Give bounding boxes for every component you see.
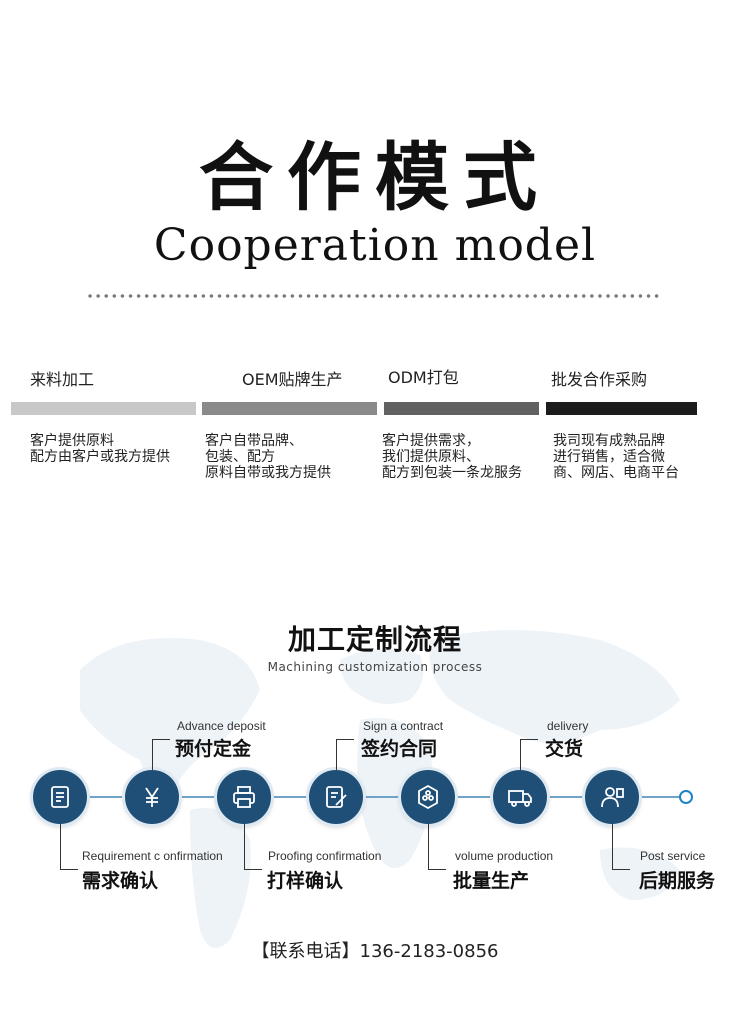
mode-bar-3 <box>384 402 539 415</box>
mode-desc-1: 客户提供原料 配方由客户或我方提供 <box>30 433 170 465</box>
connector <box>244 824 245 869</box>
mode-title-2: OEM贴牌生产 <box>242 370 343 389</box>
page-title: 合作模式 <box>199 135 551 221</box>
connector <box>612 824 613 869</box>
step-5-cn: 批量生产 <box>453 870 530 892</box>
connector <box>428 869 446 870</box>
connector <box>244 869 262 870</box>
step-7-cn: 后期服务 <box>639 870 716 892</box>
page-subtitle: Cooperation model <box>153 220 597 271</box>
step-6-cn: 交货 <box>545 738 584 760</box>
dotted-divider <box>86 293 662 299</box>
step-4-cn: 签约合同 <box>361 738 438 760</box>
document-list-icon <box>51 786 69 808</box>
step-1-circle <box>33 770 87 824</box>
step-3-circle <box>217 770 271 824</box>
mode-desc-3: 客户提供需求， 我们提供原料、 配方到包装一条龙服务 <box>382 433 522 481</box>
mode-desc-4: 我司现有成熟品牌 进行销售，适合微 商、网店、电商平台 <box>553 433 679 481</box>
production-icon <box>418 784 438 810</box>
step-2-en: Advance deposit <box>177 719 266 733</box>
step-5-circle <box>401 770 455 824</box>
step-4-circle <box>309 770 363 824</box>
step-7-circle <box>585 770 639 824</box>
step-6-en: delivery <box>547 719 589 733</box>
mode-bar-2 <box>202 402 377 415</box>
connector <box>336 739 354 740</box>
yen-icon <box>145 787 159 807</box>
contract-pen-icon <box>326 786 347 808</box>
contact-phone: 【联系电话】136-2183-0856 <box>251 941 499 962</box>
mode-title-3: ODM打包 <box>388 368 459 387</box>
mode-title-4: 批发合作采购 <box>551 370 648 389</box>
connector <box>152 739 170 740</box>
step-1-en: Requirement c onfirmation <box>82 849 223 863</box>
step-1-cn: 需求确认 <box>82 870 159 892</box>
process-subtitle: Machining customization process <box>267 660 483 674</box>
step-3-cn: 打样确认 <box>267 870 344 892</box>
step-7-en: Post service <box>640 849 706 863</box>
mode-desc-2: 客户自带品牌、 包装、配方 原料自带或我方提供 <box>205 433 331 481</box>
timeline-end-node <box>679 790 693 804</box>
mode-bar-1 <box>11 402 196 415</box>
world-map-background <box>80 630 680 948</box>
connector <box>520 739 521 770</box>
connector <box>60 824 61 869</box>
step-6-circle <box>493 770 547 824</box>
connector <box>520 739 538 740</box>
connector <box>428 824 429 869</box>
process-timeline <box>60 796 690 798</box>
connector <box>60 869 78 870</box>
truck-icon <box>508 790 532 807</box>
connector <box>612 869 630 870</box>
process-title: 加工定制流程 <box>287 623 462 656</box>
step-5-en: volume production <box>455 849 554 863</box>
step-4-en: Sign a contract <box>363 719 444 733</box>
step-3-en: Proofing confirmation <box>268 849 382 863</box>
connector <box>152 739 153 770</box>
printer-icon <box>233 786 255 808</box>
step-2-circle <box>125 770 179 824</box>
step-2-cn: 预付定金 <box>175 738 252 760</box>
mode-bar-4 <box>546 402 697 415</box>
service-person-icon <box>601 787 624 808</box>
mode-title-1: 来料加工 <box>30 370 95 389</box>
connector <box>336 739 337 770</box>
